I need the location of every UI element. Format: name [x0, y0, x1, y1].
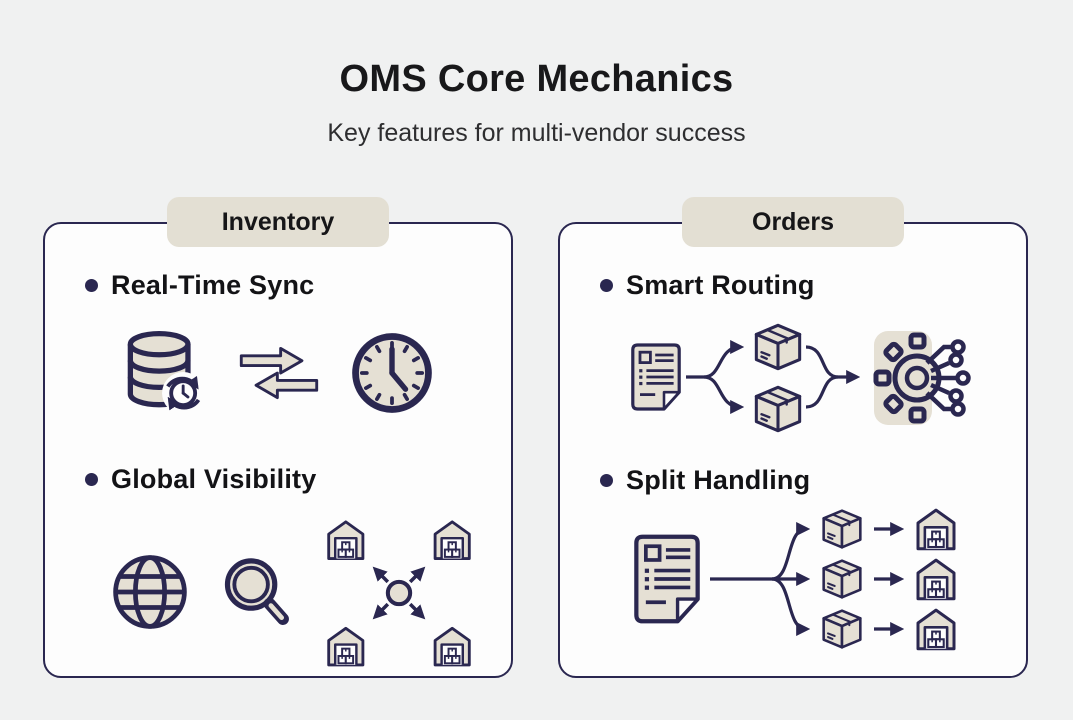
package-icon — [822, 559, 862, 599]
bullet-icon — [600, 279, 613, 292]
inventory-panel: Inventory Real-Time Sync — [43, 197, 513, 678]
orders-panel: Orders Smart Routing — [558, 197, 1028, 678]
globe-icon — [113, 555, 187, 629]
order-document-icon — [631, 343, 681, 411]
bullet-icon — [85, 473, 98, 486]
feature-split-handling: Split Handling — [600, 465, 1026, 496]
inventory-panel-header: Inventory — [167, 197, 389, 247]
bullet-icon — [600, 474, 613, 487]
smart-routing-diagram — [631, 323, 971, 433]
feature-label: Global Visibility — [111, 464, 317, 494]
warehouse-icon — [916, 608, 956, 651]
clock-icon — [352, 333, 432, 413]
feature-label: Smart Routing — [626, 270, 815, 300]
package-icon — [822, 609, 862, 649]
warehouse-icon — [916, 508, 956, 551]
warehouse-network-icon — [327, 520, 471, 667]
orders-panel-header: Orders — [682, 197, 904, 247]
package-icon — [754, 385, 802, 433]
feature-smart-routing: Smart Routing — [600, 270, 1026, 301]
global-visibility-icons — [45, 517, 511, 669]
bullet-icon — [85, 279, 98, 292]
feature-real-time-sync: Real-Time Sync — [85, 270, 511, 301]
magnifier-icon — [224, 558, 289, 625]
page-subtitle: Key features for multi-vendor success — [327, 119, 746, 147]
package-icon — [822, 509, 862, 549]
split-handling-diagram — [590, 508, 956, 651]
ai-router-gear-icon — [873, 331, 971, 425]
warehouse-icon — [916, 558, 956, 601]
feature-label: Split Handling — [626, 465, 811, 495]
feature-label: Real-Time Sync — [111, 270, 315, 300]
page-title: OMS Core Mechanics — [339, 58, 734, 100]
order-document-icon — [636, 537, 697, 622]
database-sync-icon — [127, 331, 205, 415]
feature-global-visibility: Global Visibility — [85, 464, 511, 495]
package-icon — [754, 323, 802, 371]
real-time-sync-icons — [45, 325, 511, 421]
transfer-arrows-icon — [239, 346, 319, 400]
